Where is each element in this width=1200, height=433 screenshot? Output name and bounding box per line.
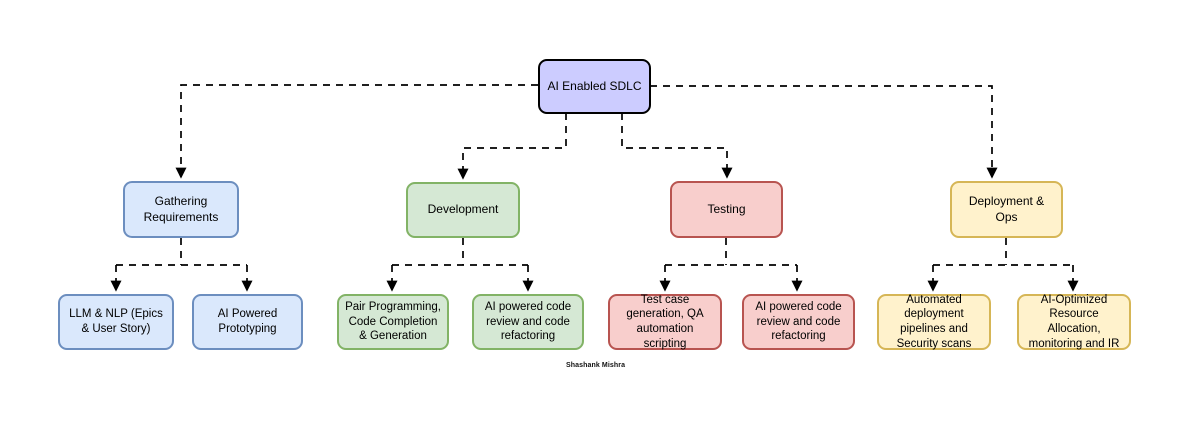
node-test-case-generation-qa: Test case generation, QA automation scri… xyxy=(608,294,722,350)
node-ai-code-review-refactoring-test: AI powered code review and code refactor… xyxy=(742,294,855,350)
edge-root-to-testing xyxy=(621,113,733,179)
node-llm-nlp-epics-user-story: LLM & NLP (Epics & User Story) xyxy=(58,294,174,350)
node-gathering-requirements: Gathering Requirements xyxy=(123,181,239,238)
node-deployment-ops: Deployment & Ops xyxy=(950,181,1063,238)
node-ai-optimized-resource-allocation: AI-Optimized Resource Allocation, monito… xyxy=(1017,294,1131,350)
author-credit: Shashank Mishra xyxy=(566,362,626,369)
node-ai-enabled-sdlc: AI Enabled SDLC xyxy=(538,59,651,114)
node-pair-programming-code-completion: Pair Programming, Code Completion & Gene… xyxy=(337,294,449,350)
node-ai-code-review-refactoring-dev: AI powered code review and code refactor… xyxy=(472,294,584,350)
edge-testing-stem xyxy=(665,238,797,266)
edge-root-to-development xyxy=(457,113,567,180)
node-automated-deployment-pipelines: Automated deployment pipelines and Secur… xyxy=(877,294,991,350)
node-development: Development xyxy=(406,182,520,238)
edge-root-to-deployment xyxy=(650,85,998,179)
edge-requirements-stem xyxy=(116,238,247,266)
node-ai-powered-prototyping: AI Powered Prototyping xyxy=(192,294,303,350)
edge-root-to-requirements xyxy=(175,84,538,179)
edge-development-stem xyxy=(392,238,528,266)
edge-deployment-stem xyxy=(933,238,1073,266)
node-testing: Testing xyxy=(670,181,783,238)
